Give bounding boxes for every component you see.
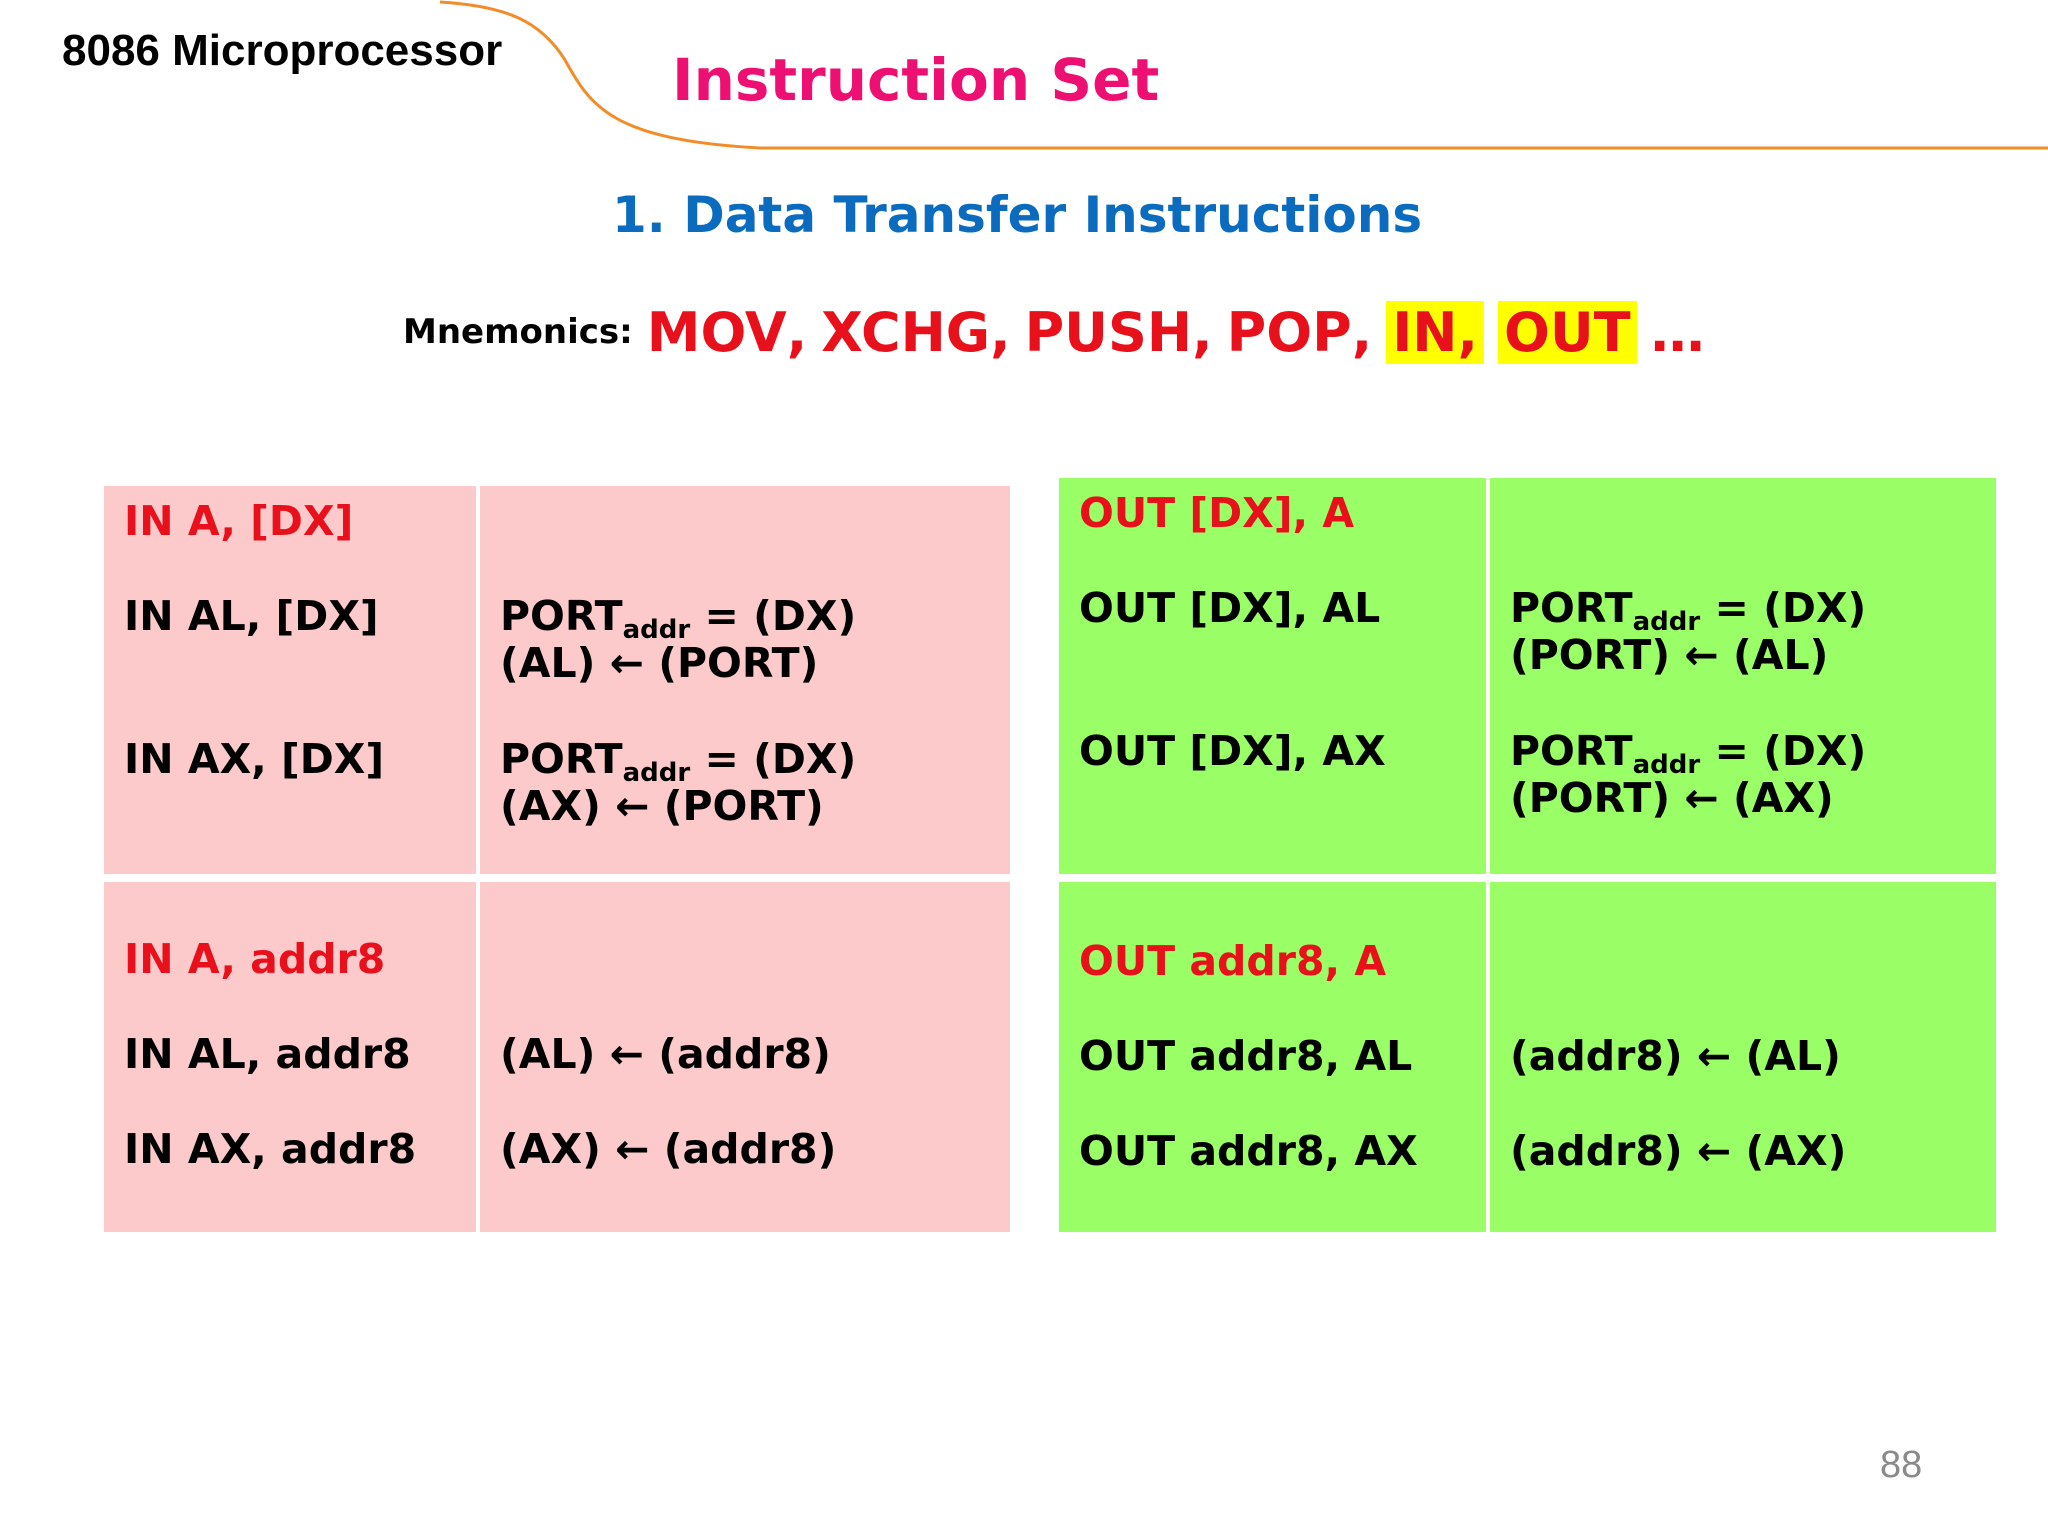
out-al-dx-operation: (PORT) ← (AL) [1510,631,1829,679]
column-divider [476,882,480,1232]
out-ax-addr8-operation: (addr8) ← (AX) [1510,1127,1847,1175]
in-ax-addr8-instruction: IN AX, addr8 [124,1125,417,1173]
column-divider [1486,478,1490,874]
out-al-addr8-instruction: OUT addr8, AL [1079,1032,1413,1080]
course-title: 8086 Microprocessor [62,26,503,75]
in-al-dx-operation: (AL) ← (PORT) [500,639,819,687]
column-divider [476,486,480,874]
out-addr8-block: OUT addr8, A OUT addr8, AL (addr8) ← (AL… [1059,882,1996,1232]
comma-separator: , [786,300,808,364]
in-al-dx-port-line: PORTaddr = (DX) [500,592,857,645]
out-ax-dx-instruction: OUT [DX], AX [1079,727,1386,775]
out-al-dx-port-line: PORTaddr = (DX) [1510,584,1867,637]
out-al-dx-instruction: OUT [DX], AL [1079,584,1381,632]
mnemonic-in-highlighted: IN, [1386,300,1485,364]
comma-separator: , [990,300,1011,364]
column-divider [1486,882,1490,1232]
mnemonic-mov: MOV [646,300,787,364]
in-addr8-block: IN A, addr8 IN AL, addr8 (AL) ← (addr8) … [104,882,1010,1232]
mnemonics-ellipsis: … [1650,300,1705,364]
out-dx-heading: OUT [DX], A [1079,489,1355,537]
mnemonic-push: PUSH [1024,300,1193,364]
header-accent-curve [439,0,2048,150]
out-ax-dx-port-line: PORTaddr = (DX) [1510,727,1867,780]
slide-title: Instruction Set [672,46,1160,114]
mnemonics-line: Mnemonics: MOV, XCHG, PUSH, POP, IN, OUT… [403,286,1705,378]
out-addr8-heading: OUT addr8, A [1079,937,1387,985]
section-heading: 1. Data Transfer Instructions [612,186,1423,244]
page-number: 88 [1880,1444,1923,1486]
in-ax-addr8-operation: (AX) ← (addr8) [500,1125,837,1173]
in-al-addr8-operation: (AL) ← (addr8) [500,1030,831,1078]
in-dx-block: IN A, [DX] IN AL, [DX] PORTaddr = (DX) (… [104,486,1010,874]
mnemonic-in: IN [1392,300,1458,364]
in-ax-dx-operation: (AX) ← (PORT) [500,782,824,830]
in-addr8-heading: IN A, addr8 [124,935,386,983]
mnemonics-label: Mnemonics: [403,312,633,352]
in-ax-dx-instruction: IN AX, [DX] [124,735,385,783]
out-dx-block: OUT [DX], A OUT [DX], AL PORTaddr = (DX)… [1059,478,1996,874]
in-al-addr8-instruction: IN AL, addr8 [124,1030,411,1078]
mnemonic-pop: POP [1226,300,1352,364]
out-ax-addr8-instruction: OUT addr8, AX [1079,1127,1418,1175]
in-dx-heading: IN A, [DX] [124,497,354,545]
comma-separator: , [1351,300,1373,364]
mnemonic-out: OUT [1504,300,1631,364]
in-al-dx-instruction: IN AL, [DX] [124,592,379,640]
out-ax-dx-operation: (PORT) ← (AX) [1510,774,1834,822]
comma-separator: , [1192,300,1213,364]
out-al-addr8-operation: (addr8) ← (AL) [1510,1032,1841,1080]
mnemonic-xchg: XCHG [821,300,991,364]
in-ax-dx-port-line: PORTaddr = (DX) [500,735,857,788]
mnemonic-out-highlighted: OUT [1498,300,1637,364]
